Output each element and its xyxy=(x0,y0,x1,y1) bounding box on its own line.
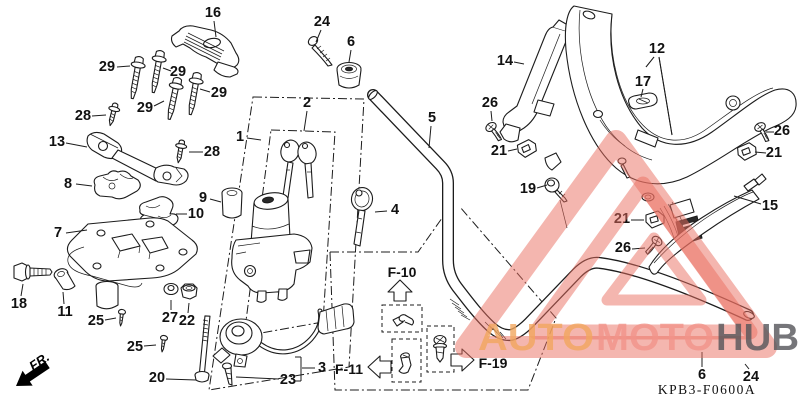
part-label-29: 29 xyxy=(99,59,115,75)
part-label-26: 26 xyxy=(615,240,631,256)
watermark-triangle-inner xyxy=(601,232,707,306)
part-label-22: 22 xyxy=(179,313,195,329)
part-label-14: 14 xyxy=(497,53,513,69)
part-label-24: 24 xyxy=(743,369,759,385)
ref-label-F-10: F-10 xyxy=(388,264,417,280)
part-label-3: 3 xyxy=(318,360,326,376)
part-label-10: 10 xyxy=(188,206,204,222)
f11-contact-part xyxy=(398,352,412,374)
part-label-21: 21 xyxy=(766,145,782,161)
fr-label: FR. xyxy=(26,349,52,373)
ref-label-F-11: F-11 xyxy=(335,361,363,377)
part-label-15: 15 xyxy=(762,198,778,214)
part-label-29: 29 xyxy=(137,100,153,116)
part-label-23: 23 xyxy=(280,372,296,388)
part-label-11: 11 xyxy=(57,304,72,320)
f10-contact-part xyxy=(392,314,415,327)
part-23-screw xyxy=(221,362,233,386)
f-zone-reference-outline xyxy=(329,203,557,391)
part-3-switch-wire-assembly xyxy=(212,303,355,368)
part-9-rubber-bush xyxy=(221,187,243,219)
part-4-key-blank xyxy=(350,186,374,247)
part-14-handle-cover-stay xyxy=(499,19,569,171)
f11-left-arrow xyxy=(367,355,392,379)
part-label-6: 6 xyxy=(698,367,706,383)
part-label-26: 26 xyxy=(774,123,790,139)
part-label-18: 18 xyxy=(11,296,27,312)
part-label-28: 28 xyxy=(75,108,91,124)
part-label-27: 27 xyxy=(162,310,178,326)
part-label-9: 9 xyxy=(199,190,207,206)
part-label-26: 26 xyxy=(482,95,498,111)
part-label-29: 29 xyxy=(211,85,227,101)
part-6-grommet-top xyxy=(336,61,362,89)
part-label-17: 17 xyxy=(635,74,651,90)
part-label-25: 25 xyxy=(88,313,104,329)
part-1-ignition-lock-assembly xyxy=(231,192,313,303)
f-zone-dashed-boxes xyxy=(381,304,455,383)
part-22-flange-nut xyxy=(180,283,198,300)
f10-up-arrow xyxy=(387,279,413,302)
ref-code-labels-layer: F-10F-11 F-19 xyxy=(335,264,508,377)
fr-direction-indicator: FR. xyxy=(16,349,52,386)
part-label-1: 1 xyxy=(236,129,244,145)
watermark-brand-text: AUTO MOTO HUB xyxy=(478,317,799,359)
part-label-20: 20 xyxy=(149,370,165,386)
part-8-handle-holder-front xyxy=(93,170,141,200)
part-label-2: 2 xyxy=(303,95,311,111)
watermark-logo: AUTO MOTO HUB xyxy=(455,130,799,359)
part-24-screw-top xyxy=(307,36,333,67)
part-label-25: 25 xyxy=(127,339,143,355)
part-label-7: 7 xyxy=(54,225,62,241)
knurl-band-1 xyxy=(449,298,471,321)
part-7-under-bracket xyxy=(66,217,198,310)
part-18-flange-bolt xyxy=(13,262,53,282)
f19-contact-part xyxy=(432,334,448,363)
part-17-lid xyxy=(628,92,658,110)
part-label-29: 29 xyxy=(170,64,186,80)
part-label-19: 19 xyxy=(520,181,536,197)
part-label-12: 12 xyxy=(649,41,665,57)
part-2-key-set xyxy=(280,139,317,199)
part-label-5: 5 xyxy=(428,110,436,126)
part-11-rubber-bush-small xyxy=(53,268,76,291)
part-27-washer xyxy=(163,282,179,296)
part-label-13: 13 xyxy=(49,134,65,150)
part-16-handle-post-cover xyxy=(170,25,240,78)
diagram-code: KPB3-F0600A xyxy=(658,382,756,397)
part-label-4: 4 xyxy=(391,202,399,218)
ref-label-F-19: F-19 xyxy=(479,355,508,371)
part-label-28: 28 xyxy=(204,144,220,160)
part-13-handle-bracket xyxy=(86,131,189,186)
part-label-21: 21 xyxy=(491,143,507,159)
part-label-8: 8 xyxy=(64,176,72,192)
part-label-24: 24 xyxy=(314,14,330,30)
leader-lines-layer xyxy=(20,20,774,381)
fr-arrow xyxy=(16,361,50,386)
watermark-triangle-middle xyxy=(528,176,758,340)
part-20-long-bolt xyxy=(194,315,211,383)
part-label-6: 6 xyxy=(347,34,355,50)
bracket-3-23 xyxy=(295,356,302,382)
part-label-16: 16 xyxy=(205,5,221,21)
